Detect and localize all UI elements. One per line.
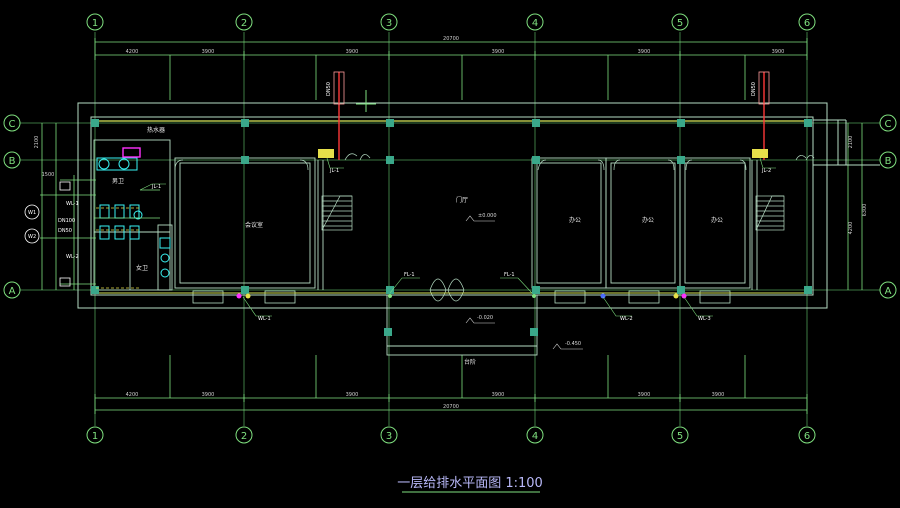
drawing-title: 一层给排水平面图 1:100 [397,476,543,491]
dim-total-top: 20700 [443,36,459,42]
axis-bottom-5: 5 [677,431,683,442]
room-platform: 台阶 [464,358,476,366]
axis-top-1: 1 [92,18,98,29]
room-men-wc: 男卫 [112,178,124,185]
axis-left-a: A [9,286,16,297]
pipe-riser-left: DN50 [326,82,332,96]
axis-left-c: C [9,119,16,130]
axis-bottom-4: 4 [532,431,538,442]
supply-risers [333,71,770,160]
pipe-w2: W2 [28,234,36,240]
dim-top-6: 3900 [772,49,785,55]
toilet-fixtures [96,157,171,278]
leader-lines [139,157,776,317]
pipe-jl2-stair: JL-2 [761,168,771,174]
room-water-heater: 热水器 [147,126,165,134]
building-walls [77,102,880,309]
axis-right-b: B [885,156,892,167]
axis-top-5: 5 [677,18,683,29]
dim-top-4: 3900 [492,49,505,55]
axis-top-2: 2 [241,18,247,29]
toilet-piping [40,175,160,290]
dim-top-5: 3900 [638,49,651,55]
water-heater-icon [122,147,141,158]
dimension-texts: 20700 4200 3900 3900 3900 3900 3900 4200… [34,36,868,410]
top-dimension-lines [94,38,808,100]
dim-total-bottom: 20700 [443,404,459,410]
pipe-dn-b: DN50 [58,228,72,234]
door-swings [174,153,815,302]
elevation-lobby: ±0.000 [478,213,497,219]
riser-tees [356,90,376,112]
pipe-wl2-wc: WL-2 [66,254,79,260]
riser-valves [318,149,768,158]
drain-outlets [24,181,71,287]
dim-top-1: 4200 [126,49,139,55]
axis-bottom-6: 6 [804,431,810,442]
dim-right-2: 4200 [848,222,854,235]
dim-top-3: 3900 [346,49,359,55]
room-office-3: 办公 [711,216,723,224]
room-names: 门厅 会议室 办公 办公 办公 男卫 女卫 热水器 台阶 [112,126,723,366]
dim-bottom-5: 3900 [638,392,651,398]
dim-bottom-1: 4200 [126,392,139,398]
dim-bottom-3: 3900 [346,392,359,398]
axis-left-b: B [9,156,16,167]
dim-left-2: 2100 [34,136,40,149]
axis-top-6: 6 [804,18,810,29]
side-dimension-lines [41,123,863,290]
pipe-fl1-b: FL-1 [504,272,515,278]
elevation-markers [465,215,583,350]
interior-partitions [93,139,758,356]
room-office-2: 办公 [642,216,654,224]
pipe-labels: JL-1 JL-2 JL-1 WL-1 WL-2 FL-1 FL-1 WL-1 … [28,82,771,322]
pipe-wl1-bottom: WL-1 [258,316,271,322]
bottom-dimension-lines [94,355,808,414]
elevation-outside: -0.450 [565,341,581,347]
stair-right [755,195,785,231]
axis-bottom-3: 3 [386,431,392,442]
pipe-wl2-bottom: WL-2 [620,316,633,322]
dim-bottom-4: 3900 [492,392,505,398]
pipe-riser-right: DN50 [751,82,757,96]
pipe-wl1-wc: WL-1 [66,201,79,207]
dim-bottom-2: 3900 [202,392,215,398]
pipe-wl3-bottom: WL-3 [698,316,711,322]
drain-pipes-dashed [96,207,140,289]
dim-left-1: 1500 [42,172,55,178]
room-lobby: 门厅 [456,196,468,204]
dim-right-1: 2100 [848,136,854,149]
axis-top-4: 4 [532,18,538,29]
room-office-1: 办公 [569,216,581,224]
axis-bubbles [3,13,897,444]
pipe-jl1-stair: JL-1 [329,168,339,174]
room-meeting: 会议室 [245,221,263,229]
dim-top-2: 3900 [202,49,215,55]
pipe-dn-a: DN100 [58,218,75,224]
pipe-fl1-a: FL-1 [404,272,415,278]
stair-left [321,195,353,231]
elevation-labels: ±0.000 -0.020 -0.450 [477,213,581,347]
axis-right-c: C [885,119,892,130]
axis-right-a: A [885,286,892,297]
elevation-porch: -0.020 [477,315,493,321]
pipe-w1: W1 [28,210,36,216]
columns [91,119,812,336]
room-women-wc: 女卫 [136,264,148,272]
axis-bottom-2: 2 [241,431,247,442]
dim-right-total: 6300 [862,204,868,217]
axis-labels: 1 2 3 4 5 6 1 2 3 4 5 6 C B A C B A [9,18,892,442]
axis-bottom-1: 1 [92,431,98,442]
pipe-markers [236,293,687,299]
dim-bottom-6: 3900 [712,392,725,398]
windows [192,290,731,304]
pipe-jl1-wc: JL-1 [151,184,161,190]
axis-top-3: 3 [386,18,392,29]
